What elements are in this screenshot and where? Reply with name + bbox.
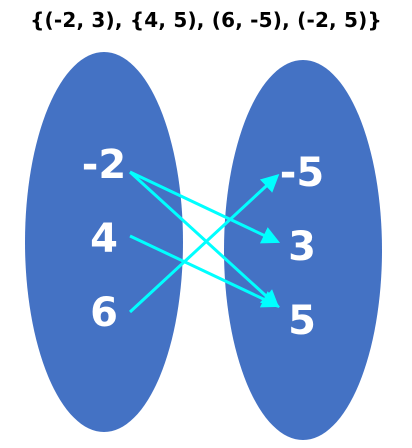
mapping-arrow [129,170,281,244]
domain-value: -2 [82,142,126,188]
domain-values: -2 4 6 [82,142,126,336]
relation-title: {(-2, 3), {4, 5), (6, -5), (-2, 5)} [30,8,382,32]
range-value: 3 [288,224,316,270]
range-value: 5 [288,298,316,344]
range-oval [224,60,382,440]
domain-value: 4 [90,216,118,262]
range-values: -5 3 5 [280,150,324,344]
mapping-arrow [128,173,280,314]
mapping-arrow [129,234,281,308]
mapping-arrows [128,170,281,314]
domain-oval [25,52,183,432]
range-value: -5 [280,150,324,196]
domain-value: 6 [90,290,118,336]
mapping-arrow [128,170,280,309]
